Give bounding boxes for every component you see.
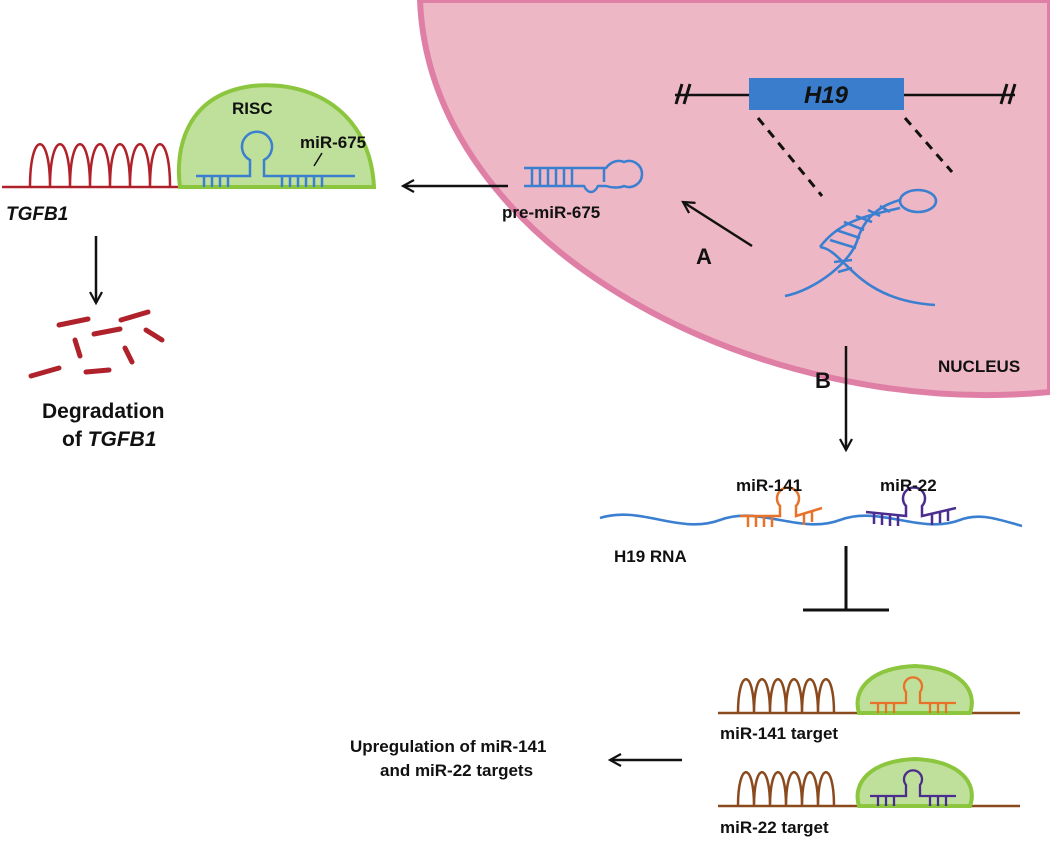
chromosome-break-right	[999, 83, 1017, 105]
mir22-target-risc	[855, 756, 974, 808]
nucleus-label: NUCLEUS	[938, 357, 1020, 376]
upregulation-label-line2: and miR-22 targets	[380, 761, 533, 780]
degradation-of-text: of	[62, 428, 83, 451]
risc-label: RISC	[232, 99, 273, 118]
upregulation-label-line1: Upregulation of miR-141	[350, 737, 546, 756]
mir675-pointer	[313, 152, 323, 167]
degradation-gene-text: TGFB1	[88, 428, 157, 451]
mir141-label: miR-141	[736, 476, 802, 495]
nucleus-shape	[416, 0, 1050, 398]
mir141-bound	[740, 486, 823, 527]
pre-mir675-hairpin	[524, 159, 644, 194]
mir675-label: miR-675	[300, 133, 366, 152]
mir22-in-risc	[870, 769, 956, 806]
mir22-target-label: miR-22 target	[720, 818, 829, 837]
risc-complex	[176, 83, 377, 189]
tgfb1-label: TGFB1	[6, 204, 68, 225]
degradation-label-line1: Degradation	[42, 400, 165, 423]
mir141-target-label: miR-141 target	[720, 724, 838, 743]
h19-gene-locus: H19	[674, 78, 1017, 197]
mir141-target-risc	[855, 663, 974, 715]
chromosome-break-left	[674, 83, 692, 105]
dashed-guide-left	[756, 117, 824, 197]
mir22-bound	[865, 486, 957, 526]
h19-rna-strand	[599, 513, 1023, 528]
h19-rna-label: H19 RNA	[614, 547, 687, 566]
arrow-a-label: A	[696, 244, 712, 269]
arrow-a	[683, 202, 753, 248]
pre-mir675-label: pre-miR-675	[502, 203, 600, 222]
mir675-strand	[196, 130, 355, 187]
h19-transcript-hairpin	[784, 188, 938, 307]
mir22-label: miR-22	[880, 476, 937, 495]
arrow-b-label: B	[815, 368, 831, 393]
dashed-guide-right	[903, 117, 954, 173]
degraded-fragments	[28, 309, 165, 379]
h19-gene-label: H19	[804, 82, 849, 109]
degradation-label-line2: of TGFB1	[62, 428, 157, 451]
h19-gene-box	[749, 78, 904, 110]
inhibition-symbol	[803, 546, 889, 612]
mir141-in-risc	[870, 676, 956, 713]
